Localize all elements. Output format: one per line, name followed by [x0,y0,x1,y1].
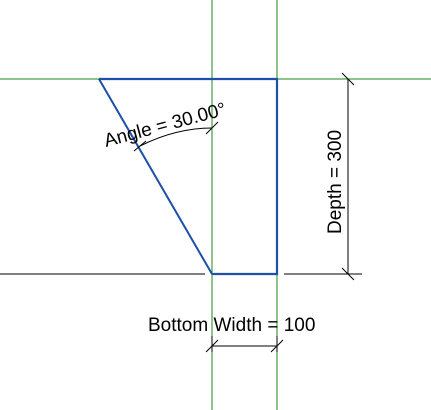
angle-dimension[interactable]: Angle = 30.00° [102,99,229,152]
bottom-width-dimension[interactable]: Bottom Width = 100 [148,315,315,353]
profile-outline[interactable] [99,77,279,276]
profile-angled-edge[interactable] [98,78,213,275]
depth-tick-top [341,72,355,86]
bottom-width-tick-left [205,339,219,353]
angle-tick-right [205,121,219,135]
bottom-width-tick-right [270,339,284,353]
sweep-profile[interactable] [98,77,279,276]
depth-dimension[interactable]: Depth = 300 [325,72,355,281]
bottom-width-dimension-label[interactable]: Bottom Width = 100 [148,315,315,336]
angle-tick-left [133,140,147,152]
angle-dimension-arc [139,127,213,147]
depth-dimension-label[interactable]: Depth = 300 [325,130,346,234]
angle-dimension-label[interactable]: Angle = 30.00° [102,99,229,152]
depth-tick-bottom [341,267,355,281]
